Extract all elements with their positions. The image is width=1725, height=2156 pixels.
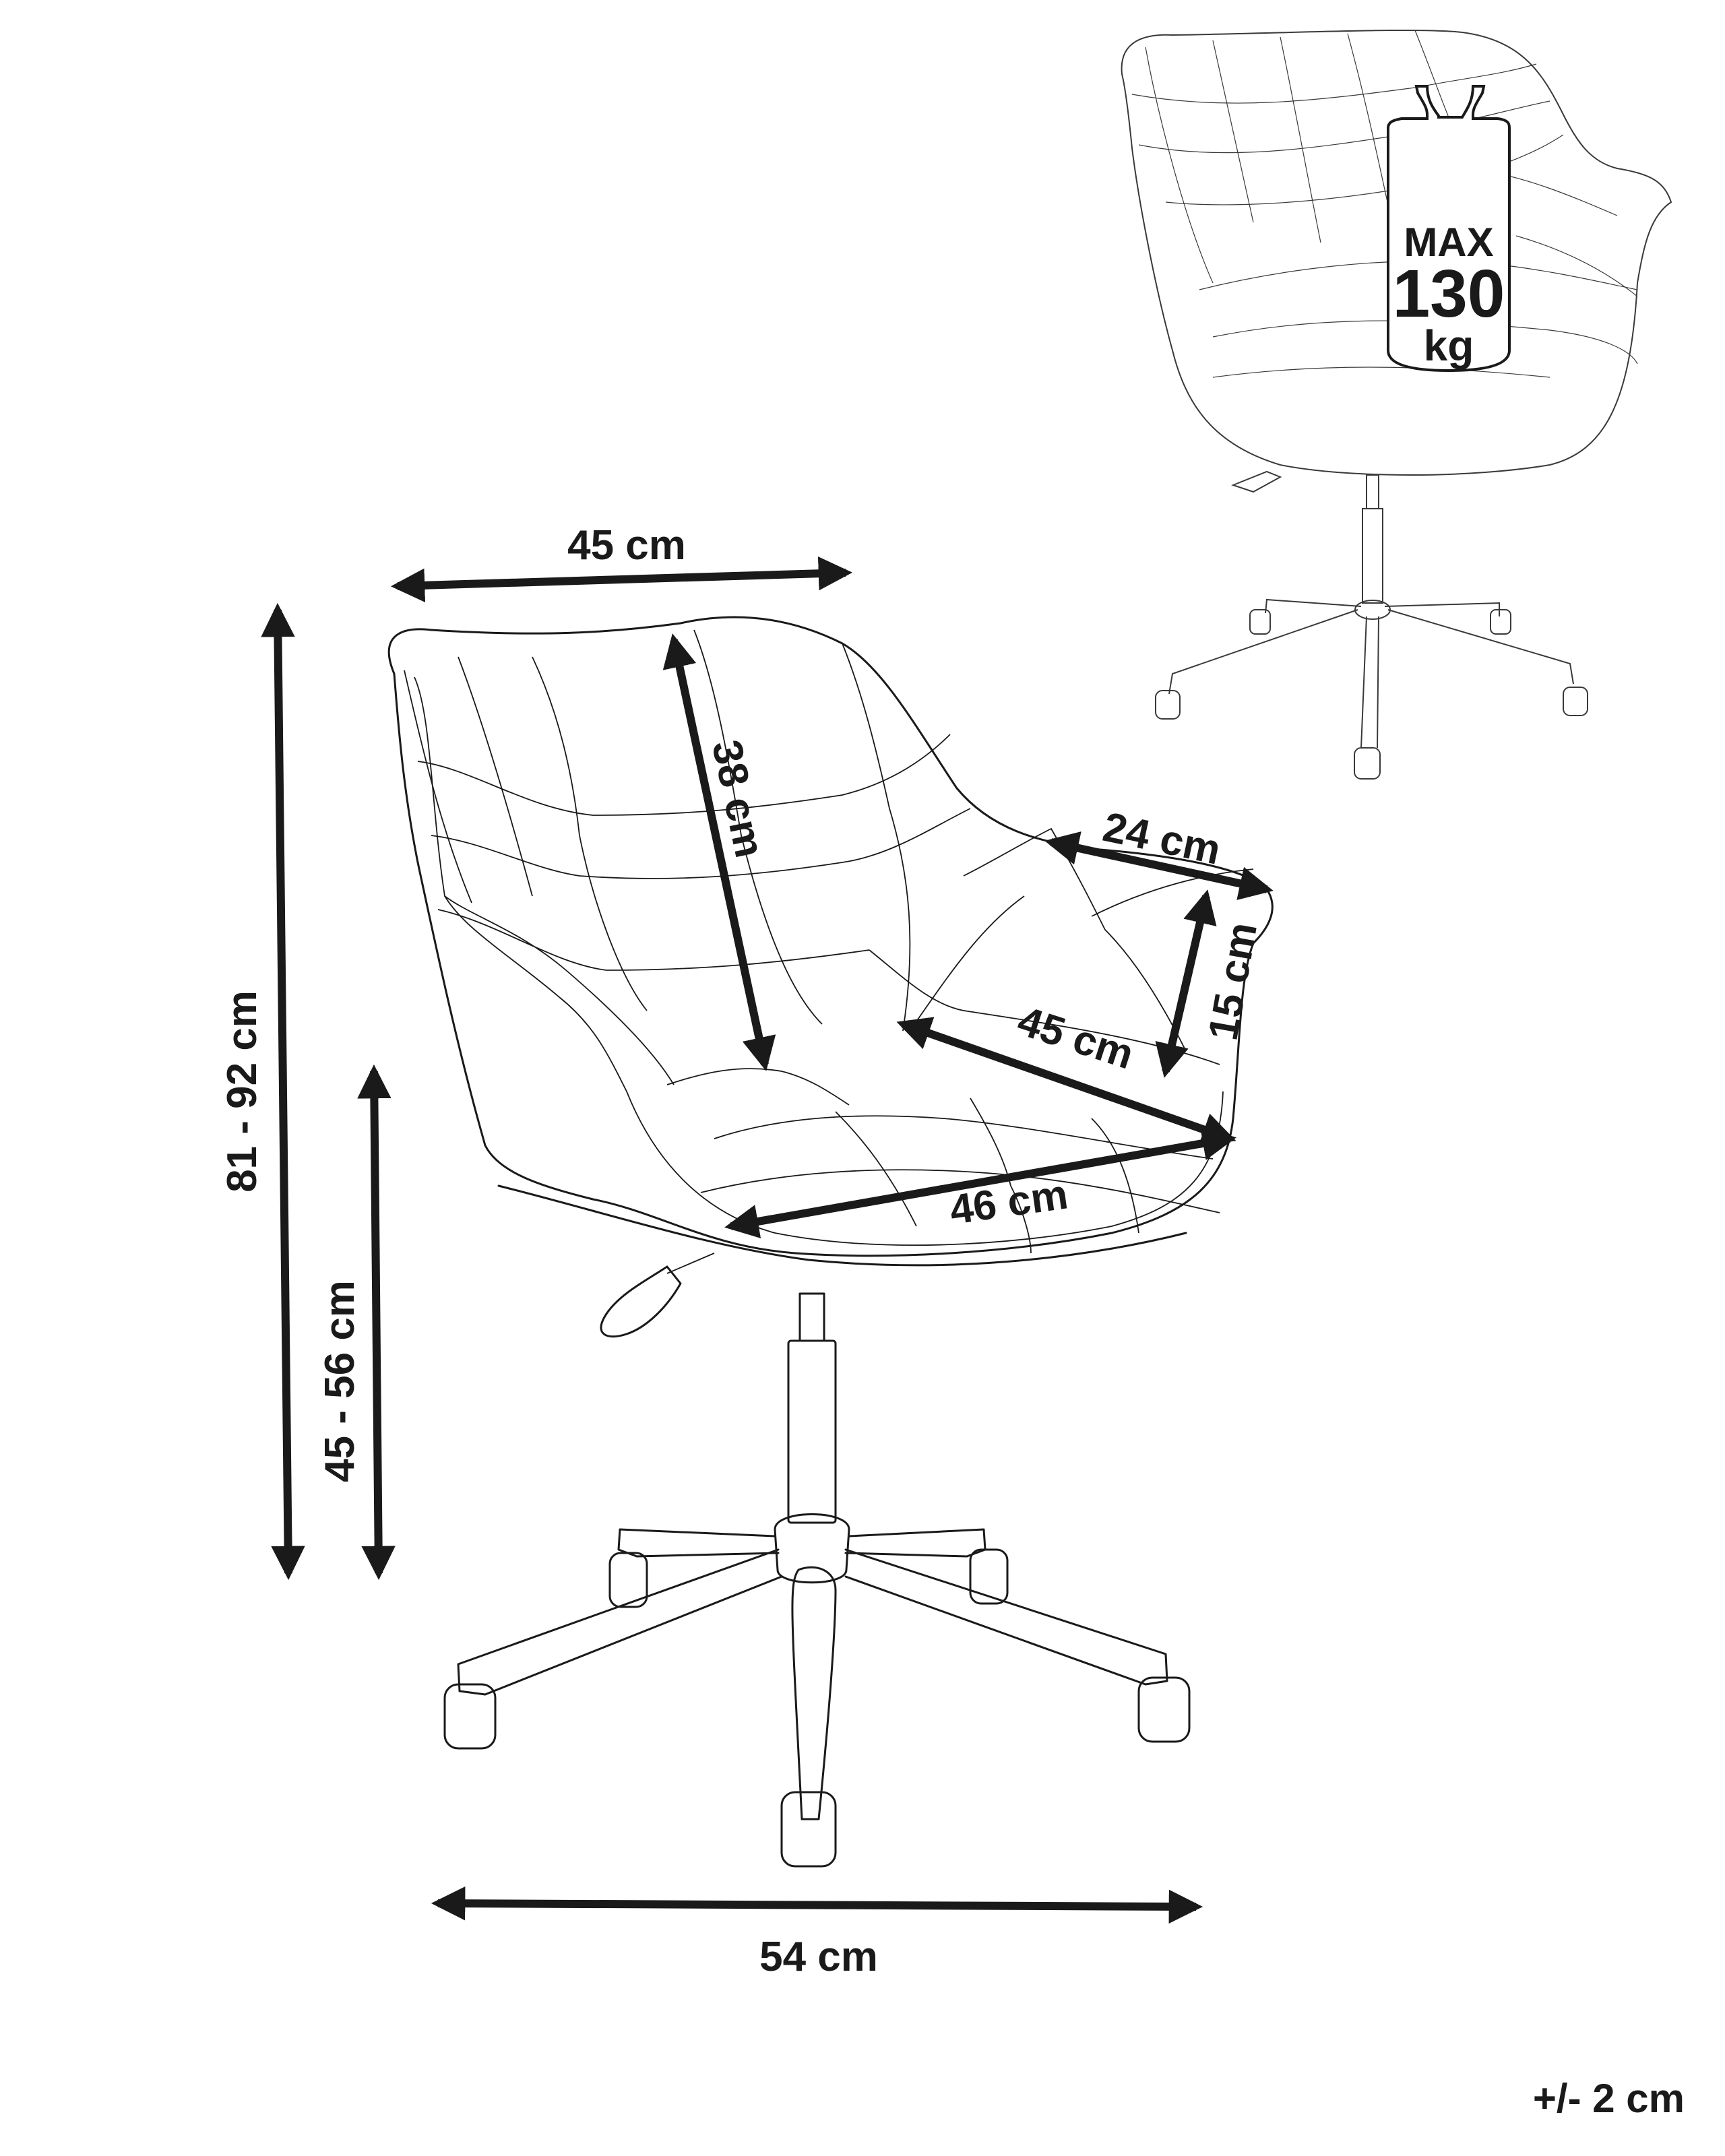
max-load-label: MAX xyxy=(1404,220,1493,265)
total-height-label: 81 - 92 cm xyxy=(219,990,265,1193)
seat-height-arrow xyxy=(357,1064,396,1581)
dimension-arrows xyxy=(261,557,1274,1924)
base-width-label: 54 cm xyxy=(759,1934,878,1980)
seat-depth-arrow xyxy=(896,1017,1236,1146)
backrest-height-arrow xyxy=(662,633,776,1071)
max-load-value: 130 xyxy=(1393,256,1505,331)
main-chair-illustration xyxy=(387,616,1274,1868)
total-height-arrow xyxy=(261,602,305,1581)
max-load-weight-icon: MAX 130 kg xyxy=(1387,85,1511,373)
backrest-width-arrow xyxy=(390,557,853,602)
reference-chair-illustration xyxy=(1121,29,1672,780)
tolerance-note: +/- 2 cm xyxy=(1533,2076,1685,2121)
max-load-unit: kg xyxy=(1424,321,1474,370)
dimension-labels: 45 cm 38 cm 24 cm 15 cm 45 cm 46 cm 81 -… xyxy=(219,522,1685,2121)
armrest-length-arrow xyxy=(1044,831,1274,901)
backrest-width-label: 45 cm xyxy=(567,522,686,569)
base-width-arrow xyxy=(431,1886,1203,1924)
armrest-height-label: 15 cm xyxy=(1200,919,1266,1044)
seat-width-arrow xyxy=(724,1127,1236,1238)
seat-height-label: 45 - 56 cm xyxy=(317,1280,363,1482)
seat-width-label: 46 cm xyxy=(947,1171,1071,1234)
armrest-height-arrow xyxy=(1155,889,1217,1078)
